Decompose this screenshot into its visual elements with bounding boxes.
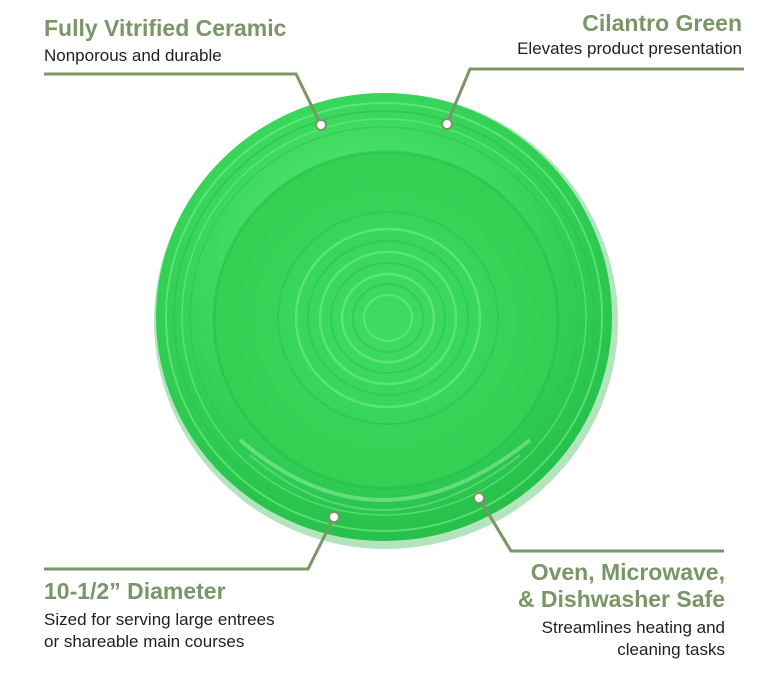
plate (154, 93, 618, 549)
callout-vitrified-ceramic: Fully Vitrified Ceramic Nonporous and du… (44, 15, 286, 67)
leader-line-bottom-right (477, 497, 724, 553)
leader-line-top-right (445, 67, 744, 125)
callout-description: Streamlines heating and cleaning tasks (541, 618, 725, 659)
callout-cilantro-green: Cilantro Green Elevates product presenta… (517, 10, 742, 60)
callout-description: Elevates product presentation (517, 39, 742, 58)
callout-title: Oven, Microwave, & Dishwasher Safe (517, 559, 725, 612)
leader-line-bottom-left (44, 516, 336, 571)
callout-description: Nonporous and durable (44, 46, 222, 65)
callout-description: Sized for serving large entrees or share… (44, 610, 275, 651)
callout-dot-bottom-right (473, 492, 485, 504)
callout-dot-top-left (315, 119, 327, 131)
callout-dot-top-right (441, 118, 453, 130)
callout-oven-microwave-safe: Oven, Microwave, & Dishwasher Safe Strea… (518, 559, 725, 661)
callout-title: Cilantro Green (582, 10, 742, 36)
callout-diameter: 10-1/2” Diameter Sized for serving large… (44, 578, 275, 653)
callout-dot-bottom-left (328, 511, 340, 523)
callout-title: 10-1/2” Diameter (44, 578, 226, 604)
leader-line-top-left (44, 72, 323, 126)
callout-title: Fully Vitrified Ceramic (44, 15, 287, 41)
